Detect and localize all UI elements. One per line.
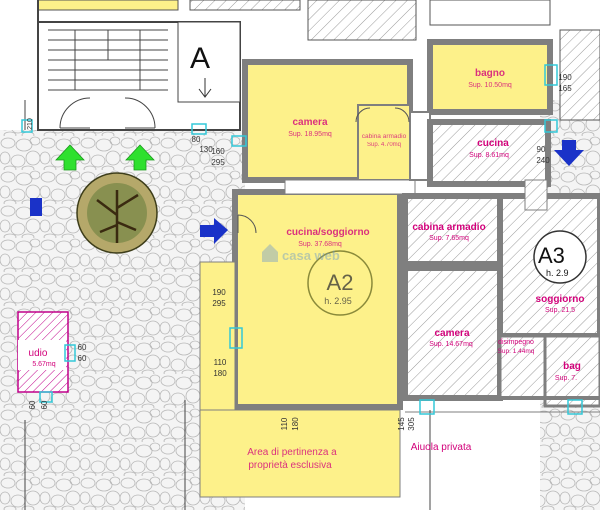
down-arrow-icon [198, 78, 212, 98]
room-name: udio [29, 348, 48, 359]
watermark-logo: casa web [262, 244, 340, 263]
dimension-labels: 190 165 90 240 80 130 160 295 190 295 11… [27, 73, 572, 431]
dimension-value: 190 [558, 73, 572, 82]
entrance-arrow-icon [125, 144, 155, 171]
dimension-value: 165 [558, 84, 572, 93]
dimension-value: 80 [192, 135, 201, 144]
room-area: Sup. 7. [555, 375, 577, 382]
room-name: disimpegno [498, 339, 534, 346]
room-cabina-a3 [402, 193, 503, 267]
window-marks [21, 64, 583, 415]
entry-arrow-icon [200, 218, 228, 244]
room-area: Sup. 14.67mq [429, 341, 473, 348]
unit-height-a2: h. 2.95 [324, 296, 352, 306]
entry-arrow-icon [554, 140, 584, 166]
room-name: camera [292, 117, 327, 128]
room-cabina-a2 [357, 104, 411, 181]
dimension-value: 130 [199, 145, 213, 154]
dimension-value: 180 [291, 417, 300, 431]
room-name: camera [434, 328, 469, 339]
room-name: bagno [475, 68, 505, 79]
dimension-value: 60 [78, 343, 87, 352]
unit-code-a3: A3 [538, 243, 565, 268]
tree-icon [76, 172, 158, 254]
room-name: cucina [477, 138, 509, 149]
room-area: Sup. 10.50mq [468, 82, 512, 89]
watermark-text: casa web [282, 248, 340, 263]
unit-code-a2: A2 [327, 270, 354, 295]
dimension-value: 110 [214, 358, 227, 367]
entrance-arrow-icon [55, 144, 85, 171]
dimension-value: 295 [212, 299, 226, 308]
door-swings-a2 [237, 107, 410, 234]
room-area: Sup. 4.70mq [367, 142, 401, 148]
room-area: Sup. 1.44mq [498, 348, 535, 355]
room-area: Sup. 18.95mq [288, 131, 332, 138]
dimension-value: 180 [213, 369, 227, 378]
room-bagno-a3 [543, 334, 600, 408]
area-label: Area di pertinenza a [247, 447, 337, 458]
unit-a2 [199, 39, 553, 498]
unit-label-a: A [190, 42, 210, 75]
room-bagno-a2 [427, 39, 553, 115]
room-area: Sup. 21.5 [545, 307, 575, 314]
unit-circle-a3 [533, 230, 587, 284]
building-top-right [307, 0, 600, 510]
dimension-value: 190 [212, 288, 226, 297]
room-name: soggiorno [536, 294, 585, 305]
exterior-walls-left [24, 0, 186, 510]
dimension-value: 110 [280, 417, 289, 430]
entry-marker-icon [30, 198, 42, 216]
dimension-value: 305 [407, 417, 416, 431]
dimension-value: 160 [211, 147, 225, 156]
dimension-value: 295 [211, 158, 225, 167]
dimension-value: 60 [40, 400, 49, 409]
room-area: Sup. 8.61mq [469, 152, 509, 159]
dimension-value: 90 [537, 145, 546, 154]
dimension-value: 60 [78, 354, 87, 363]
room-cucina-a3 [427, 119, 551, 187]
room-name: cabina armadio [412, 222, 485, 233]
room-name: cucina/soggiorno [286, 227, 369, 238]
area-label: proprietà esclusiva [248, 460, 332, 471]
room-name: cabina armadio [362, 133, 407, 140]
room-disimpegno-a3 [498, 334, 547, 400]
dimension-value: 240 [536, 156, 550, 165]
dimension-value: 210 [27, 118, 34, 130]
room-cucina-soggiorno-a2 [232, 189, 403, 410]
room-name: bag [563, 361, 581, 372]
room-area: Sup. 7.65mq [429, 235, 469, 242]
room-labels: camera Sup. 18.95mq cabina armadio Sup. … [29, 68, 585, 471]
dimension-value: 60 [28, 400, 37, 409]
unit-height-a3: h. 2.9 [546, 268, 569, 278]
room-area: 5.67mq [32, 361, 55, 368]
area-label-aiuola: Aiuola privata [411, 442, 472, 453]
room-area: Sup. 37.68mq [298, 241, 342, 248]
stair-block [37, 0, 301, 131]
dimension-value: 145 [397, 417, 406, 431]
unit-circle-a2 [307, 250, 373, 316]
corridor-a2 [284, 179, 416, 195]
